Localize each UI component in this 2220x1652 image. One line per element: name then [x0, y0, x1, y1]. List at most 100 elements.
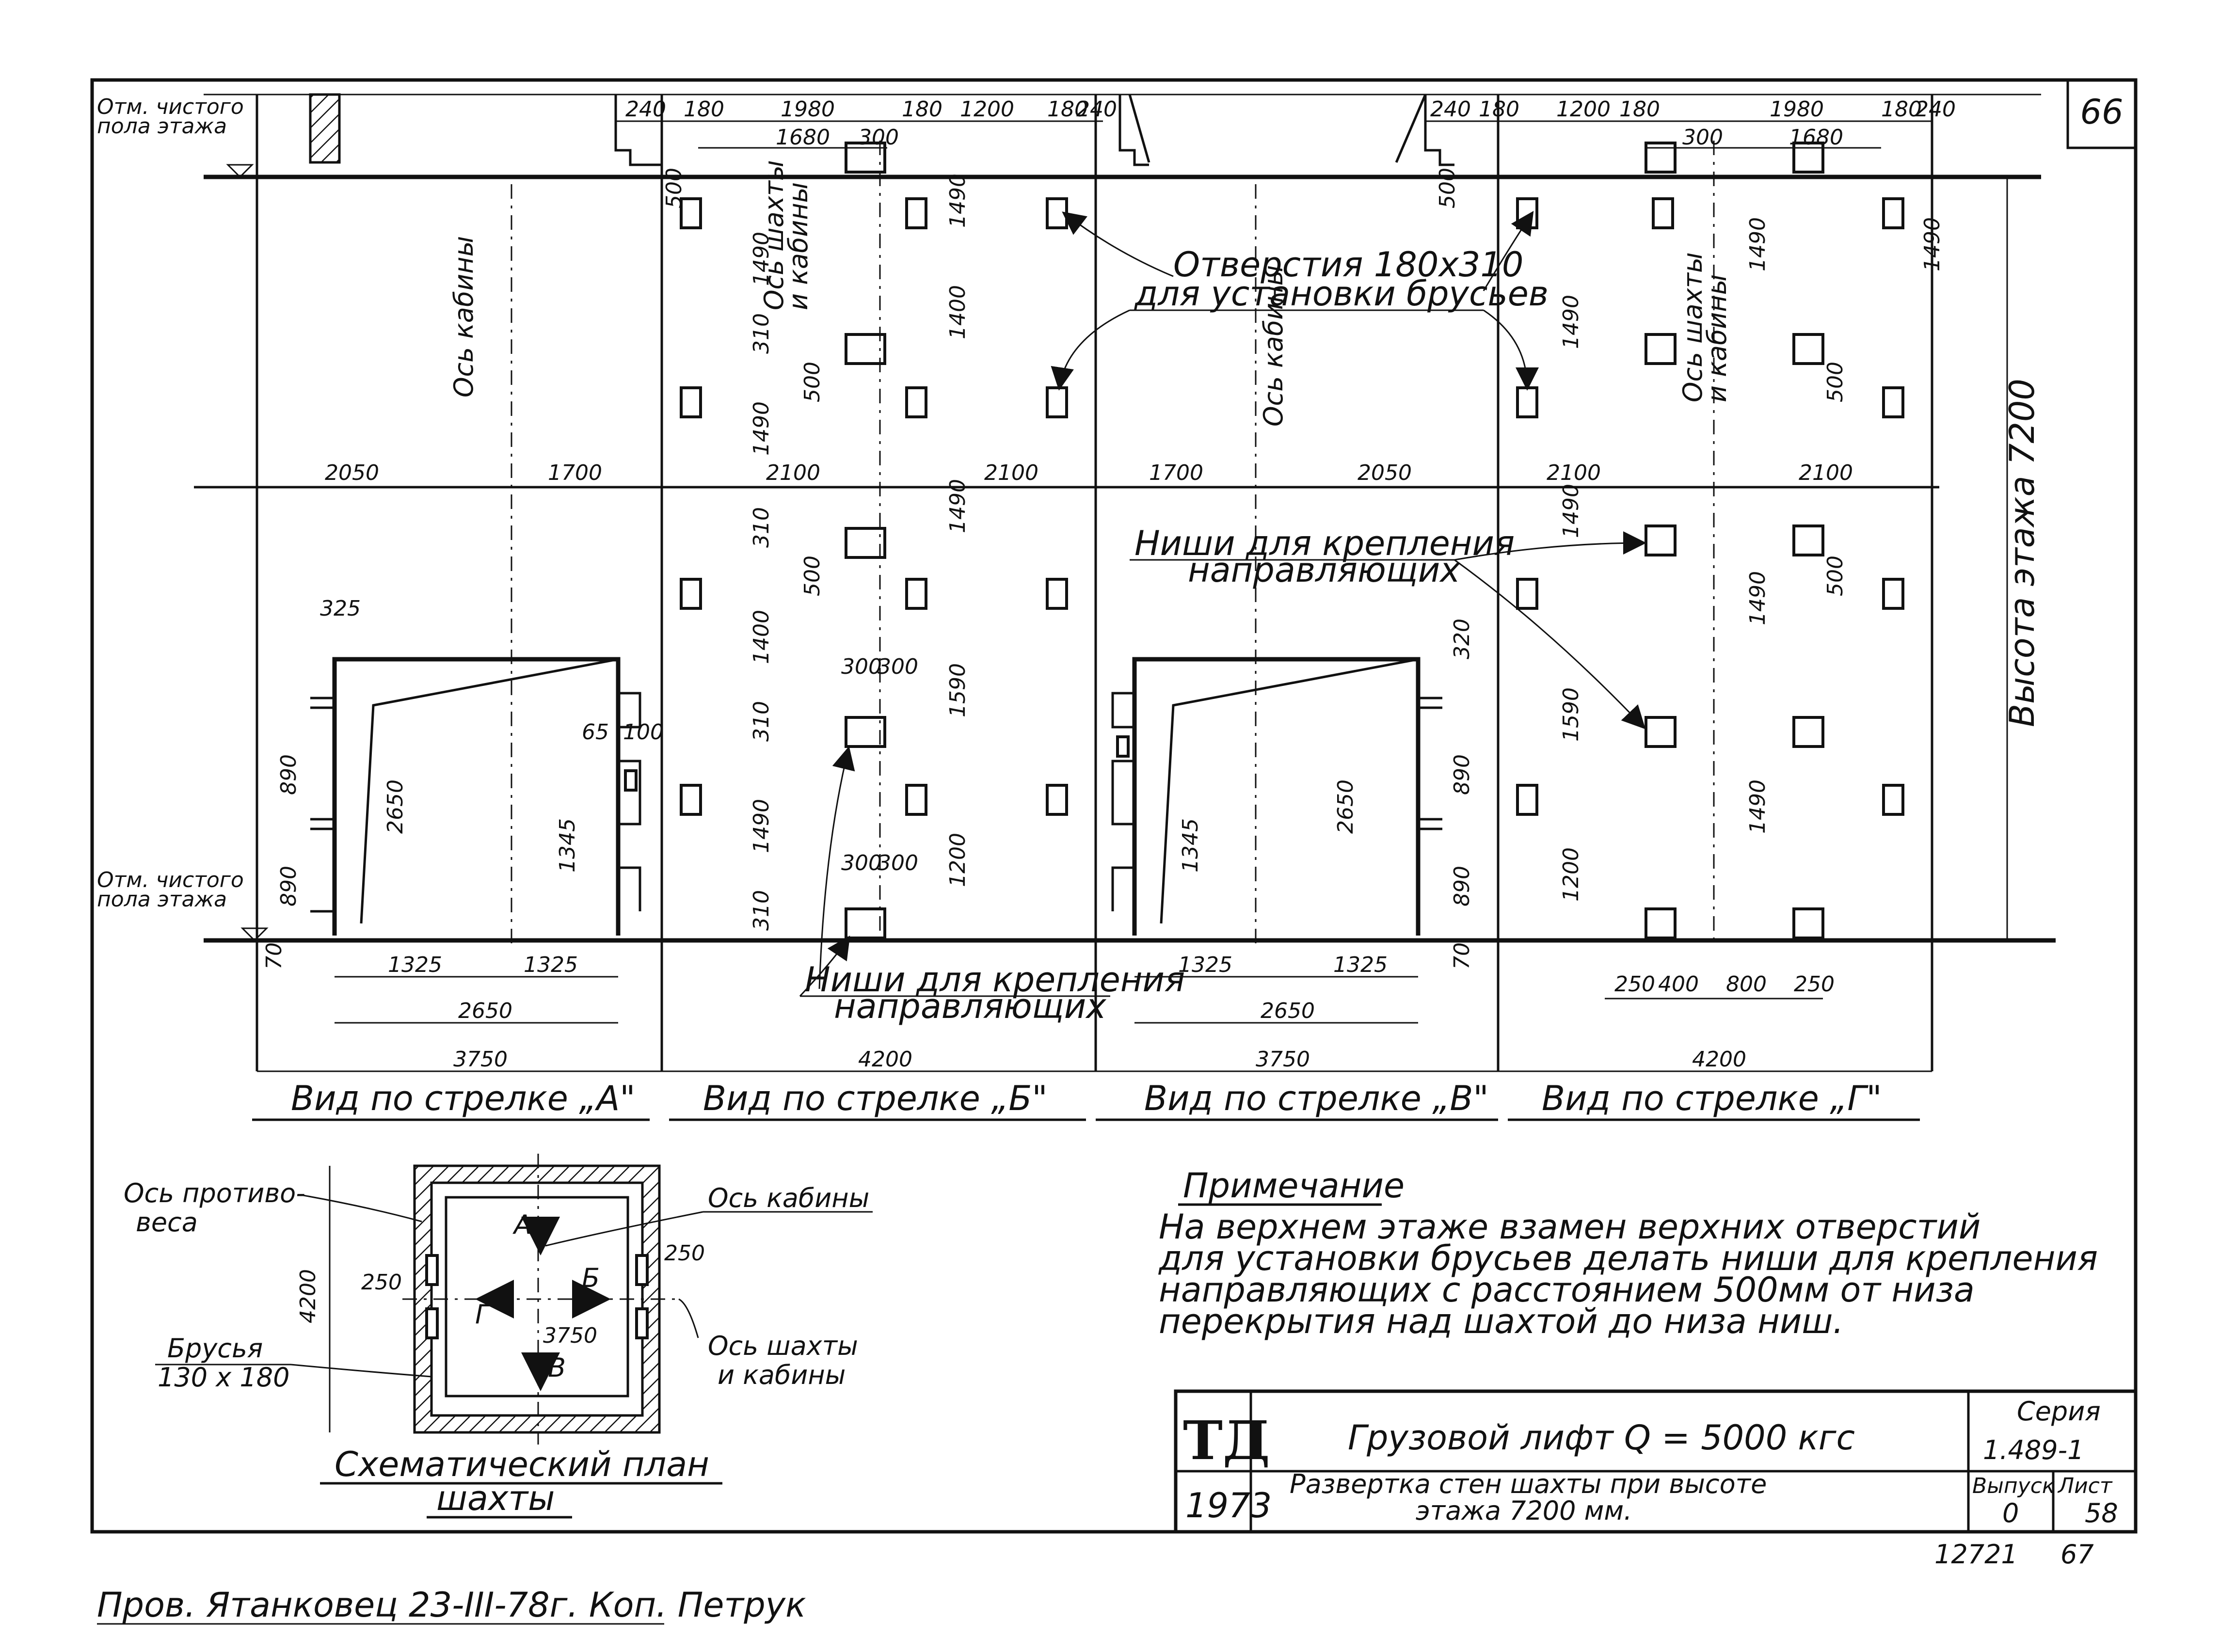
view-a-door — [310, 657, 641, 936]
title-series: 1.489-1 — [1983, 1435, 2084, 1465]
shaft-axis-label-b-1: Ось шахты — [759, 160, 789, 310]
view-caption-b: Вид по стрелке „Б" — [703, 1079, 1048, 1118]
plan-dim-3750: 3750 — [543, 1323, 597, 1348]
plan-shaft-axis-1: Ось шахты — [708, 1331, 858, 1361]
signature-line: Пров. Ятанковец 23-III-78г. Коп. Петрук — [97, 1585, 806, 1625]
mid-dim-v-left: 1700 — [1149, 461, 1203, 485]
bottom-dim-b-total: 4200 — [858, 1047, 912, 1072]
plan-counterweight-2: веса — [136, 1207, 198, 1238]
view-g-openings — [1516, 141, 1904, 940]
vdim-b-310d: 310 — [749, 890, 774, 931]
vdim-g-1490a: 1490 — [1559, 295, 1583, 349]
top-dim-g-3: 180 — [1619, 97, 1660, 122]
vdim-a-70: 70 — [262, 942, 287, 969]
vdim-g-1200: 1200 — [1559, 847, 1583, 902]
note-title: Примечание — [1183, 1166, 1405, 1206]
bottom-dim-g-2: 800 — [1726, 972, 1767, 997]
cabin-axis-label-v: Ось кабины — [1258, 265, 1289, 427]
vdim-g-1490f: 1490 — [1920, 217, 1945, 271]
title-sub-2: этажа 7200 мм. — [1416, 1495, 1632, 1526]
note-line-1: На верхнем этаже взамен верхних отверсти… — [1159, 1207, 1980, 1247]
bottom-dim-a-half-l: 1325 — [388, 953, 442, 977]
callout-niches-low-leader-2 — [799, 936, 850, 997]
view-caption-g: Вид по стрелке „Г" — [1542, 1079, 1882, 1118]
mid-dim-g-right: 2100 — [1799, 461, 1853, 485]
vdim-g-500c: 500 — [1823, 556, 1848, 596]
note-line-4: перекрытия над шахтой до низа ниш. — [1159, 1302, 1844, 1341]
callout-openings-leader-4 — [1483, 309, 1539, 391]
inventory-page: 67 — [2060, 1539, 2094, 1570]
title-block — [1174, 1389, 2138, 1534]
vdim-b-1490b: 1490 — [749, 401, 774, 456]
top-dim-b-2: 1980 — [781, 97, 835, 122]
view-caption-v: Вид по стрелке „В" — [1144, 1079, 1489, 1118]
slab-section-b — [614, 95, 662, 166]
floor-mark-bottom-triangle — [240, 927, 269, 942]
hdim-b-300c: 300 — [841, 851, 882, 875]
top-dim-b-5: 180 — [1047, 97, 1088, 122]
vdim-b-1490d: 1490 — [945, 174, 970, 228]
plan-counterweight-leader — [300, 1194, 422, 1223]
floor-mark-top-triangle — [226, 164, 254, 178]
slab-section-g — [1424, 95, 1454, 166]
hdim-b-300a: 300 — [841, 654, 882, 679]
height-label: Высота этажа 7200 — [2002, 379, 2042, 727]
top-dim-g-2: 1200 — [1556, 97, 1611, 122]
floor-mark-top-1: Отм. чистого — [97, 95, 244, 119]
plan-arrow-v: В — [548, 1352, 566, 1383]
vdim-b-1400b: 1400 — [945, 285, 970, 339]
plan-beams-2: 130 х 180 — [158, 1362, 289, 1393]
top-dim-g-4: 1980 — [1770, 97, 1824, 122]
plan-cabin-axis-leader — [545, 1211, 703, 1247]
vdim-b-1200: 1200 — [945, 833, 970, 887]
plan-arrow-a: А — [512, 1209, 532, 1240]
top-dim-g-6: 240 — [1915, 97, 1956, 122]
vdim-a-325: 325 — [320, 596, 361, 621]
top-dim-g-1: 180 — [1479, 97, 1519, 122]
plan-beams-leader — [290, 1364, 432, 1378]
mid-dim-v-right: 2050 — [1358, 461, 1412, 485]
note-line-2: для установки брусьев делать ниши для кр… — [1158, 1239, 2098, 1278]
plan-arrow-g: Г — [475, 1299, 492, 1330]
vdim-g-1490d: 1490 — [1745, 571, 1770, 625]
top-dim-g-5: 180 — [1881, 97, 1922, 122]
mid-dim-b-right: 2100 — [984, 461, 1038, 485]
callout-niches-low-1: Ниши для крепления — [805, 960, 1185, 1000]
mid-dim-g-left: 2100 — [1547, 461, 1601, 485]
hdim-b-300b: 300 — [878, 654, 918, 679]
cabin-axis-label-a: Ось кабины — [448, 236, 479, 397]
bottom-dim-v-inner: 2650 — [1261, 999, 1315, 1023]
callout-openings-leader-3 — [1483, 211, 1534, 291]
callout-niches-low-2: направляющих — [834, 986, 1106, 1026]
vdim-v-70: 70 — [1450, 942, 1474, 969]
slab-bar-g — [1395, 94, 1427, 163]
vdim-v-320: 320 — [1450, 619, 1474, 659]
vdim-b-1590: 1590 — [945, 663, 970, 717]
mid-dim-a-right: 1700 — [548, 461, 602, 485]
shaft-axis-label-g-1: Ось шахты — [1677, 252, 1708, 402]
vdim-a-2650: 2650 — [383, 779, 408, 834]
vdim-b-500b: 500 — [800, 362, 825, 402]
callout-niches-low-leader-1 — [818, 746, 855, 989]
title-sheet: 58 — [2085, 1498, 2118, 1528]
vdim-v-890a: 890 — [1450, 754, 1474, 795]
vdim-v-890b: 890 — [1450, 866, 1474, 906]
title-series-label: Серия — [2017, 1396, 2101, 1427]
vdim-a-890b: 890 — [276, 866, 301, 906]
plan-dim-250-left: 250 — [361, 1270, 402, 1295]
vdim-g-500b: 500 — [1823, 362, 1848, 402]
title-issue: 0 — [2002, 1498, 2019, 1528]
plan-beams-1: Брусья — [167, 1333, 263, 1364]
bottom-dim-g-0: 250 — [1614, 972, 1655, 997]
vdim-a-890a: 890 — [276, 754, 301, 795]
shaft-plan — [402, 1154, 679, 1445]
vdim-g-500: 500 — [1435, 168, 1460, 208]
top-dim-g-inner-1: 1680 — [1789, 125, 1843, 150]
plan-caption-1: Схематический план — [335, 1445, 709, 1484]
vdim-g-1490e: 1490 — [1745, 779, 1770, 834]
inventory-code: 12721 — [1934, 1539, 2018, 1570]
vdim-v-2650: 2650 — [1333, 779, 1358, 834]
vdim-a-1345: 1345 — [555, 818, 580, 873]
bottom-dim-a-half-r: 1325 — [524, 953, 578, 977]
plan-shaft-axis-leader — [678, 1298, 699, 1338]
